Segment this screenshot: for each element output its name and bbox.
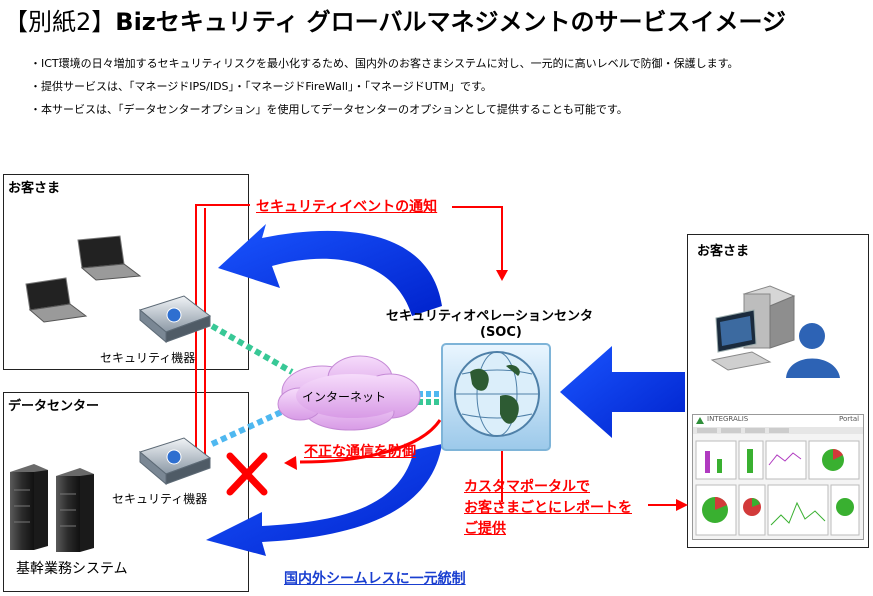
laptop-icon <box>77 235 142 281</box>
portal-text-line1: カスタマポータルで <box>464 479 590 495</box>
laptop-icon <box>25 277 88 323</box>
bullet-1: ・ICT環境の日々増加するセキュリティリスクを最小化するため、国内外のお客さまシ… <box>30 57 739 70</box>
red-notify-lines <box>195 204 503 455</box>
page-title: 【別紙2】Bizセキュリティ グローバルマネジメントのサービスイメージ <box>4 2 786 37</box>
blue-arrow-upper <box>218 224 442 316</box>
customer-right-label: お客さま <box>697 244 750 259</box>
core-system-label: 基幹業務システム <box>16 561 128 577</box>
red-block-arrowhead <box>284 456 297 470</box>
soc-abbrev-label: (SOC) <box>480 325 522 340</box>
block-label: 不正な通信を防御 <box>304 444 416 460</box>
customer-left-label: お客さま <box>8 181 61 196</box>
server-icon <box>10 464 48 550</box>
blue-arrow-right <box>560 346 685 438</box>
portal-brand: INTEGRALIS <box>707 415 749 423</box>
title-bracket: 【別紙2】 <box>4 8 116 36</box>
user-icon <box>786 323 840 378</box>
green-link <box>210 323 294 375</box>
bullet-2: ・提供サービスは、「マネージドIPS/IDS」・「マネージドFireWall」・… <box>30 80 492 93</box>
blue-arrow-lower <box>206 444 442 556</box>
red-arrowhead-soc <box>496 270 508 281</box>
customer-portal-screenshot: INTEGRALIS Portal <box>692 414 864 540</box>
internet-label: インターネット <box>302 390 387 404</box>
internet-cloud <box>277 355 421 431</box>
portal-thumbnail <box>693 415 863 536</box>
title-main: Bizセキュリティ グローバルマネジメントのサービスイメージ <box>115 8 786 36</box>
portal-text-line2: お客さまごとにレポートを <box>464 500 632 516</box>
portal-right-label: Portal <box>839 415 860 423</box>
event-notice-label: セキュリティイベントの通知 <box>256 199 438 215</box>
portal-text-line3: ご提供 <box>464 521 506 537</box>
security-device-icon <box>138 295 212 344</box>
red-block-arrow <box>299 419 442 464</box>
block-x-icon <box>226 452 268 496</box>
soc-label: セキュリティオペレーションセンタ <box>386 309 593 324</box>
security-device-icon <box>138 437 212 486</box>
security-device-top-label: セキュリティ機器 <box>100 351 196 365</box>
datacenter-label: データセンター <box>8 399 100 414</box>
server-icon <box>56 468 94 552</box>
blue-link-dc <box>210 405 292 447</box>
soc-icon <box>441 343 551 451</box>
bullet-3: ・本サービスは、「データセンターオプション」を使用してデータセンターのオプション… <box>30 103 628 116</box>
seamless-control-label: 国内外シームレスに一元統制 <box>284 571 466 587</box>
red-portal-arrowhead <box>676 499 688 511</box>
desktop-pc-icon <box>710 285 796 371</box>
security-device-bottom-label: セキュリティ機器 <box>112 492 208 506</box>
